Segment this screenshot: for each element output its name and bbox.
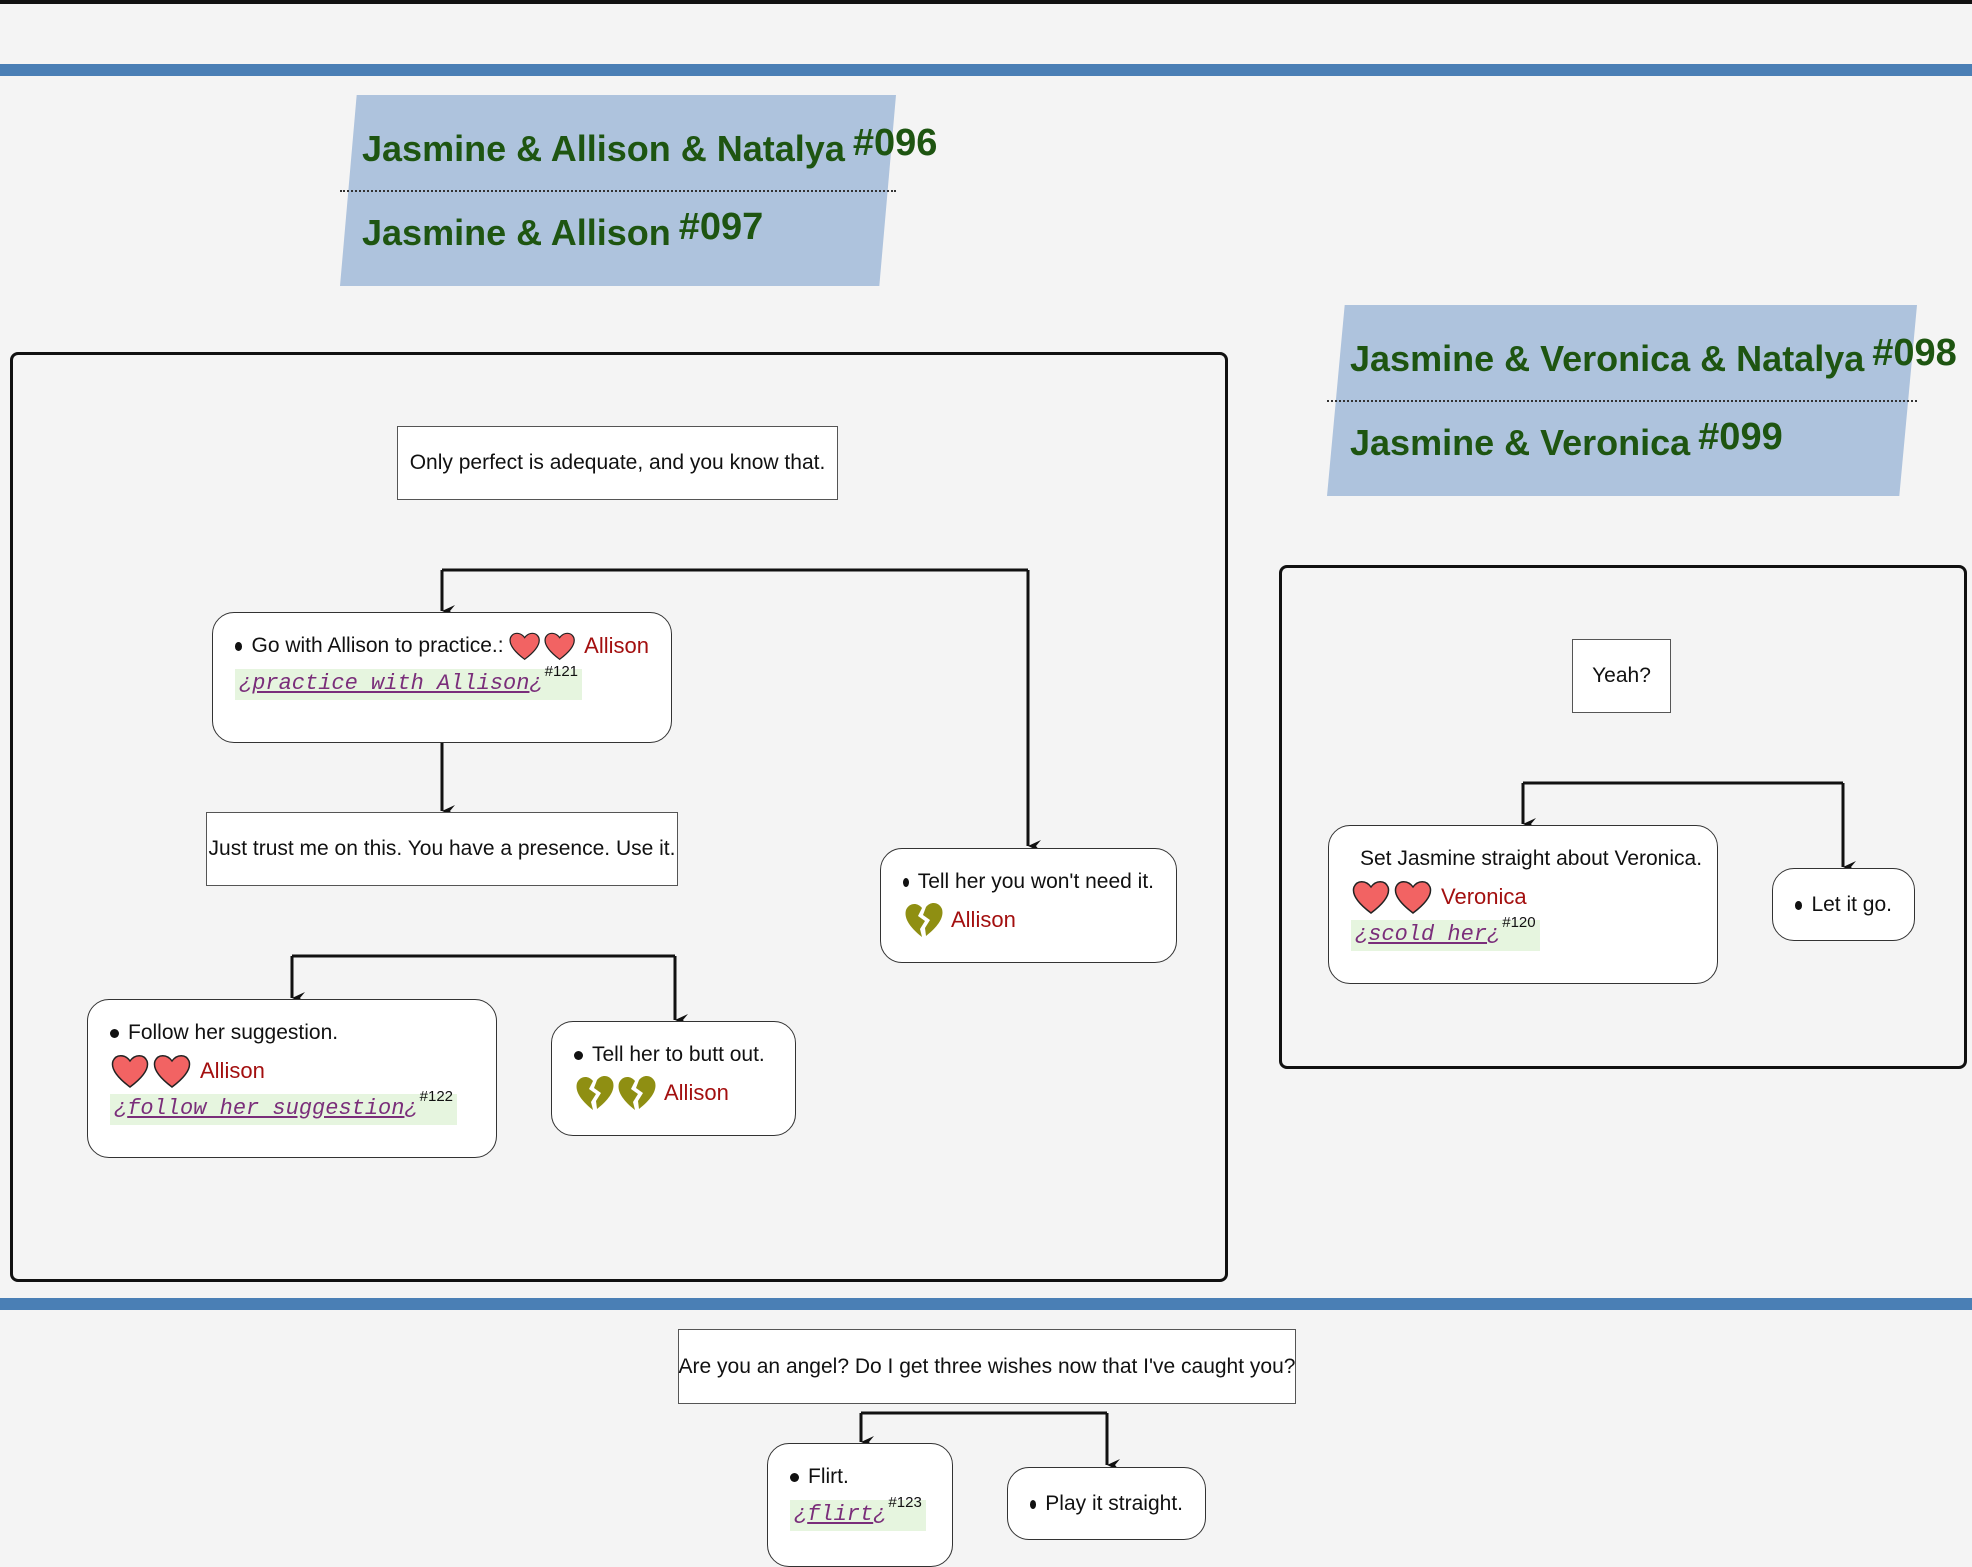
scene-number: #097 bbox=[678, 206, 764, 248]
scene-link[interactable]: ¿flirt¿#123 bbox=[790, 1494, 926, 1531]
character-name: Allison bbox=[584, 633, 649, 658]
choice-line: ¿practice with Allison¿#121 bbox=[235, 663, 649, 703]
scene-title-text: Jasmine & Allison & Natalya bbox=[362, 128, 845, 169]
bullet bbox=[1795, 900, 1803, 910]
broken-heart-icon bbox=[574, 1074, 614, 1112]
choice-let-go[interactable]: Let it go. bbox=[1772, 868, 1915, 941]
choice-flirt[interactable]: Flirt. ¿flirt¿#123 bbox=[767, 1443, 953, 1567]
link-text[interactable]: practice with Allison bbox=[252, 670, 530, 696]
choice-line: ¿flirt¿#123 bbox=[790, 1494, 930, 1534]
bullet bbox=[1030, 1499, 1037, 1509]
choice-play-straight[interactable]: Play it straight. bbox=[1007, 1467, 1206, 1540]
heart-icon bbox=[543, 628, 576, 664]
character-name: Veronica bbox=[1441, 884, 1527, 909]
choice-text: Go with Allison to practice.: bbox=[251, 634, 504, 657]
dialogue-prompt: Yeah? bbox=[1572, 639, 1671, 713]
link-ref: #122 bbox=[419, 1087, 454, 1105]
prompt-text: Are you an angel? Do I get three wishes … bbox=[678, 1354, 1296, 1378]
prompt-text: Only perfect is adequate, and you know t… bbox=[409, 451, 826, 474]
bullet bbox=[110, 1028, 119, 1038]
scene-number: #098 bbox=[1872, 332, 1957, 374]
scene-title-text: Jasmine & Allison bbox=[362, 212, 671, 253]
choice-text: Let it go. bbox=[1811, 893, 1892, 916]
dialogue-prompt: Are you an angel? Do I get three wishes … bbox=[678, 1329, 1296, 1404]
choice-text: Follow her suggestion. bbox=[128, 1021, 339, 1044]
choice-line: Tell her to butt out. bbox=[574, 1036, 773, 1074]
banner-divider bbox=[1327, 400, 1917, 402]
dialogue-prompt: Only perfect is adequate, and you know t… bbox=[397, 426, 838, 500]
choice-text: Set Jasmine straight about Veronica. bbox=[1360, 847, 1703, 870]
choice-line: Let it go. bbox=[1795, 883, 1892, 927]
choice-line: ¿scold her¿#120 bbox=[1351, 914, 1695, 954]
scene-link[interactable]: ¿scold her¿#120 bbox=[1351, 914, 1540, 951]
link-text[interactable]: follow her suggestion bbox=[127, 1095, 405, 1121]
choice-text: Flirt. bbox=[808, 1465, 849, 1488]
choice-text: Tell her to butt out. bbox=[592, 1043, 765, 1066]
link-ref: #120 bbox=[1502, 913, 1536, 931]
link-mark: ¿ bbox=[873, 1501, 887, 1527]
link-mark: ¿ bbox=[529, 670, 543, 696]
link-mark: ¿ bbox=[404, 1095, 418, 1121]
choice-line: Flirt. bbox=[790, 1458, 930, 1496]
link-ref: #123 bbox=[888, 1493, 922, 1511]
link-ref: #121 bbox=[544, 662, 579, 680]
scene-title[interactable]: Jasmine & Allison#097 bbox=[362, 206, 763, 255]
scene-number: #099 bbox=[1698, 416, 1783, 458]
choice-follow[interactable]: Follow her suggestion. Allison ¿follow h… bbox=[87, 999, 497, 1158]
dialogue-line: Just trust me on this. You have a presen… bbox=[206, 812, 678, 886]
choice-line: Veronica bbox=[1351, 878, 1695, 916]
choice-line: Tell her you won't need it. bbox=[903, 863, 1154, 901]
scene-title[interactable]: Jasmine & Allison & Natalya#096 bbox=[362, 122, 937, 171]
broken-heart-icon bbox=[903, 901, 943, 939]
choice-butt-out[interactable]: Tell her to butt out. Allison bbox=[551, 1021, 796, 1136]
scene-title-text: Jasmine & Veronica bbox=[1350, 422, 1691, 463]
scene-link[interactable]: ¿follow her suggestion¿#122 bbox=[110, 1088, 458, 1125]
scene-title[interactable]: Jasmine & Veronica & Natalya#098 bbox=[1350, 332, 1957, 381]
link-mark: ¿ bbox=[1355, 921, 1369, 947]
heart-icon bbox=[1351, 879, 1391, 915]
choice-line: Allison bbox=[574, 1074, 773, 1112]
section-divider bbox=[0, 1298, 1972, 1310]
link-mark: ¿ bbox=[794, 1501, 808, 1527]
dialogue-text: Just trust me on this. You have a presen… bbox=[208, 837, 676, 860]
heart-icon bbox=[152, 1053, 192, 1089]
link-mark: ¿ bbox=[1487, 921, 1501, 947]
top-border bbox=[0, 0, 1972, 4]
bullet bbox=[903, 877, 909, 887]
prompt-text: Yeah? bbox=[1592, 664, 1651, 687]
choice-line: ¿follow her suggestion¿#122 bbox=[110, 1088, 474, 1128]
character-name: Allison bbox=[664, 1080, 729, 1105]
choice-line: Set Jasmine straight about Veronica. bbox=[1351, 840, 1702, 878]
section-divider bbox=[0, 64, 1972, 76]
bullet bbox=[574, 1050, 583, 1060]
choice-line: Allison bbox=[903, 901, 1154, 939]
heart-icon bbox=[1393, 879, 1433, 915]
choice-practice[interactable]: Go with Allison to practice.: Allison ¿p… bbox=[212, 612, 672, 743]
broken-heart-icon bbox=[616, 1074, 656, 1112]
link-mark: ¿ bbox=[114, 1095, 128, 1121]
scene-title[interactable]: Jasmine & Veronica#099 bbox=[1350, 416, 1783, 465]
heart-icon bbox=[508, 628, 541, 664]
link-mark: ¿ bbox=[239, 670, 253, 696]
choice-line: Play it straight. bbox=[1030, 1482, 1183, 1526]
character-name: Allison bbox=[200, 1058, 265, 1083]
heart-icon bbox=[110, 1053, 150, 1089]
choice-line: Follow her suggestion. bbox=[110, 1014, 474, 1052]
choice-line: Allison bbox=[110, 1052, 474, 1090]
link-text[interactable]: flirt bbox=[807, 1501, 874, 1527]
scene-number: #096 bbox=[852, 122, 938, 164]
choice-wont-need[interactable]: Tell her you won't need it. Allison bbox=[880, 848, 1177, 963]
bullet bbox=[235, 641, 243, 651]
bullet bbox=[790, 1472, 799, 1482]
banner-divider bbox=[340, 190, 896, 192]
choice-text: Tell her you won't need it. bbox=[917, 870, 1154, 893]
scene-link[interactable]: ¿practice with Allison¿#121 bbox=[235, 663, 583, 700]
choice-line: Go with Allison to practice.: Allison bbox=[235, 627, 649, 665]
choice-text: Play it straight. bbox=[1045, 1492, 1183, 1515]
scene-title-text: Jasmine & Veronica & Natalya bbox=[1350, 338, 1865, 379]
link-text[interactable]: scold her bbox=[1368, 921, 1488, 947]
choice-set-straight[interactable]: Set Jasmine straight about Veronica. Ver… bbox=[1328, 825, 1718, 984]
character-name: Allison bbox=[951, 907, 1016, 932]
